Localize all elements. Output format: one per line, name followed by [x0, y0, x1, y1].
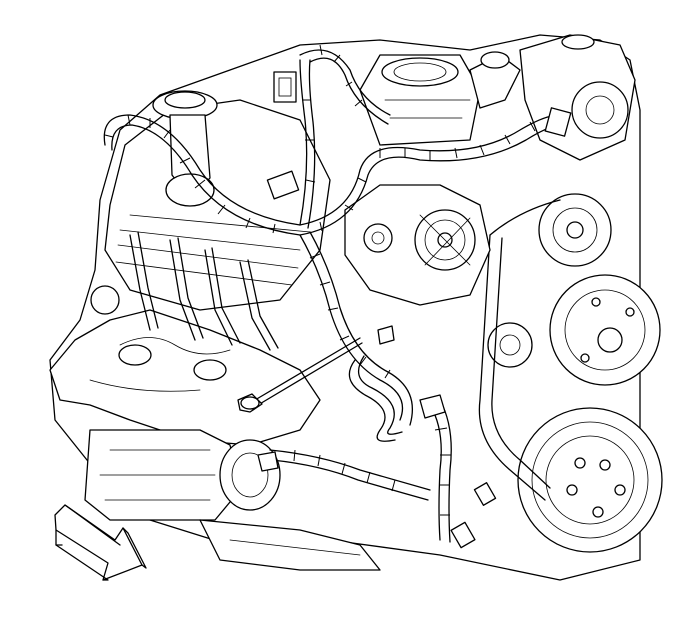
harness-connector-right	[544, 107, 572, 137]
harness-connector-top	[273, 71, 297, 103]
exhaust-manifold	[49, 285, 321, 446]
direction-arrow	[54, 504, 147, 581]
ground-bolt	[237, 337, 363, 413]
starter-motor	[84, 429, 281, 521]
throttle-body	[359, 54, 481, 146]
harness-clips	[257, 325, 446, 472]
serpentine-belt	[478, 199, 561, 501]
water-pump-pulley	[549, 274, 661, 386]
idler-pulley-upper	[538, 193, 612, 267]
wiring-harness	[103, 44, 563, 543]
air-intake-tube	[469, 51, 521, 109]
bell-housing	[199, 519, 381, 571]
fuel-injection-lines	[129, 231, 279, 351]
small-idler-pulley	[487, 322, 533, 368]
oil-filler-cap	[152, 90, 218, 207]
harness-connector-left	[266, 170, 300, 200]
crankshaft-pulley	[517, 407, 663, 553]
generator	[344, 184, 491, 306]
harness-connector-bottom	[450, 482, 497, 549]
intake-manifold	[104, 99, 331, 311]
